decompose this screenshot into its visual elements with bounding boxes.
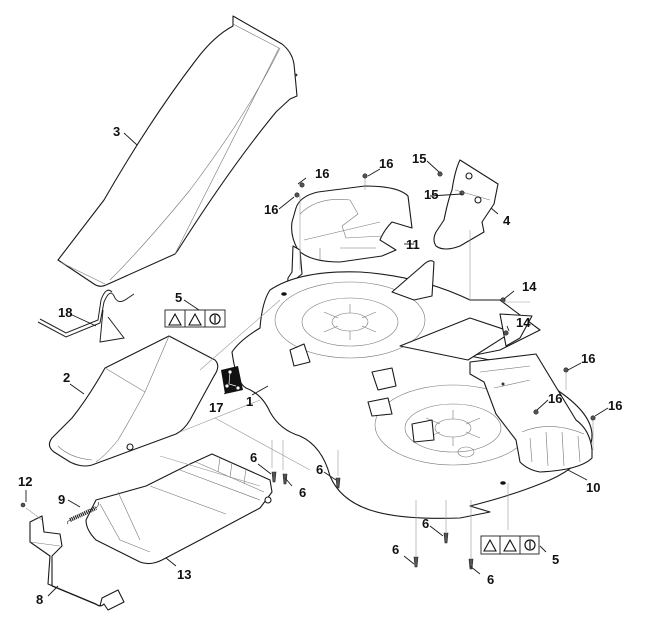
callout-6[interactable]: 6 (299, 485, 306, 500)
callout-6[interactable]: 6 (250, 450, 257, 465)
callout-16[interactable]: 16 (264, 202, 278, 217)
callout-10[interactable]: 10 (586, 480, 600, 495)
assembly-guide-lines (25, 178, 594, 558)
callout-6[interactable]: 6 (392, 542, 399, 557)
callout-18[interactable]: 18 (58, 305, 72, 320)
callout-1[interactable]: 1 (246, 394, 253, 409)
part-bracket[interactable] (29, 515, 125, 611)
callout-16[interactable]: 16 (548, 391, 562, 406)
callout-3[interactable]: 3 (113, 124, 120, 139)
callout-4[interactable]: 4 (503, 213, 511, 228)
callout-5[interactable]: 5 (175, 290, 182, 305)
part-cutting-deck[interactable] (231, 260, 593, 519)
warning-decal-upper[interactable] (164, 309, 226, 328)
fasteners (20, 171, 596, 570)
part-right-belt-guard[interactable] (469, 353, 593, 473)
callout-6[interactable]: 6 (487, 572, 494, 587)
read-manual-icon (209, 313, 221, 325)
part-discharge-chute[interactable] (57, 15, 298, 287)
part-rear-cover[interactable] (48, 335, 219, 467)
warning-decal-lower[interactable] (480, 535, 540, 555)
callout-15[interactable]: 15 (424, 187, 438, 202)
leader-lines (25, 132, 609, 597)
hand-hazard-triangle-icon (188, 312, 202, 326)
part-spring[interactable] (67, 501, 99, 525)
callout-9[interactable]: 9 (58, 492, 65, 507)
warning-triangle-icon (483, 538, 497, 552)
callout-numbers: 3 16 16 16 15 15 4 11 5 18 14 14 2 17 1 … (18, 124, 622, 607)
callout-16[interactable]: 16 (379, 156, 393, 171)
callout-16[interactable]: 16 (608, 398, 622, 413)
part-collector-duct[interactable] (85, 453, 273, 565)
belt-routing-decal[interactable] (221, 366, 243, 394)
callout-13[interactable]: 13 (177, 567, 191, 582)
callout-6[interactable]: 6 (422, 516, 429, 531)
callout-16[interactable]: 16 (315, 166, 329, 181)
callout-6[interactable]: 6 (316, 462, 323, 477)
part-deflector[interactable] (433, 159, 499, 250)
callout-11[interactable]: 11 (406, 237, 420, 252)
warning-triangle-icon (168, 312, 182, 326)
callout-16[interactable]: 16 (581, 351, 595, 366)
callout-15[interactable]: 15 (412, 151, 426, 166)
part-wire-rod[interactable] (37, 289, 135, 343)
callout-12[interactable]: 12 (18, 474, 32, 489)
hand-hazard-triangle-icon (503, 538, 517, 552)
callout-14[interactable]: 14 (522, 279, 537, 294)
callout-17[interactable]: 17 (209, 400, 223, 415)
callout-2[interactable]: 2 (63, 370, 70, 385)
read-manual-icon (524, 539, 536, 551)
callout-5[interactable]: 5 (552, 552, 559, 567)
callout-8[interactable]: 8 (36, 592, 43, 607)
callout-14[interactable]: 14 (516, 315, 531, 330)
